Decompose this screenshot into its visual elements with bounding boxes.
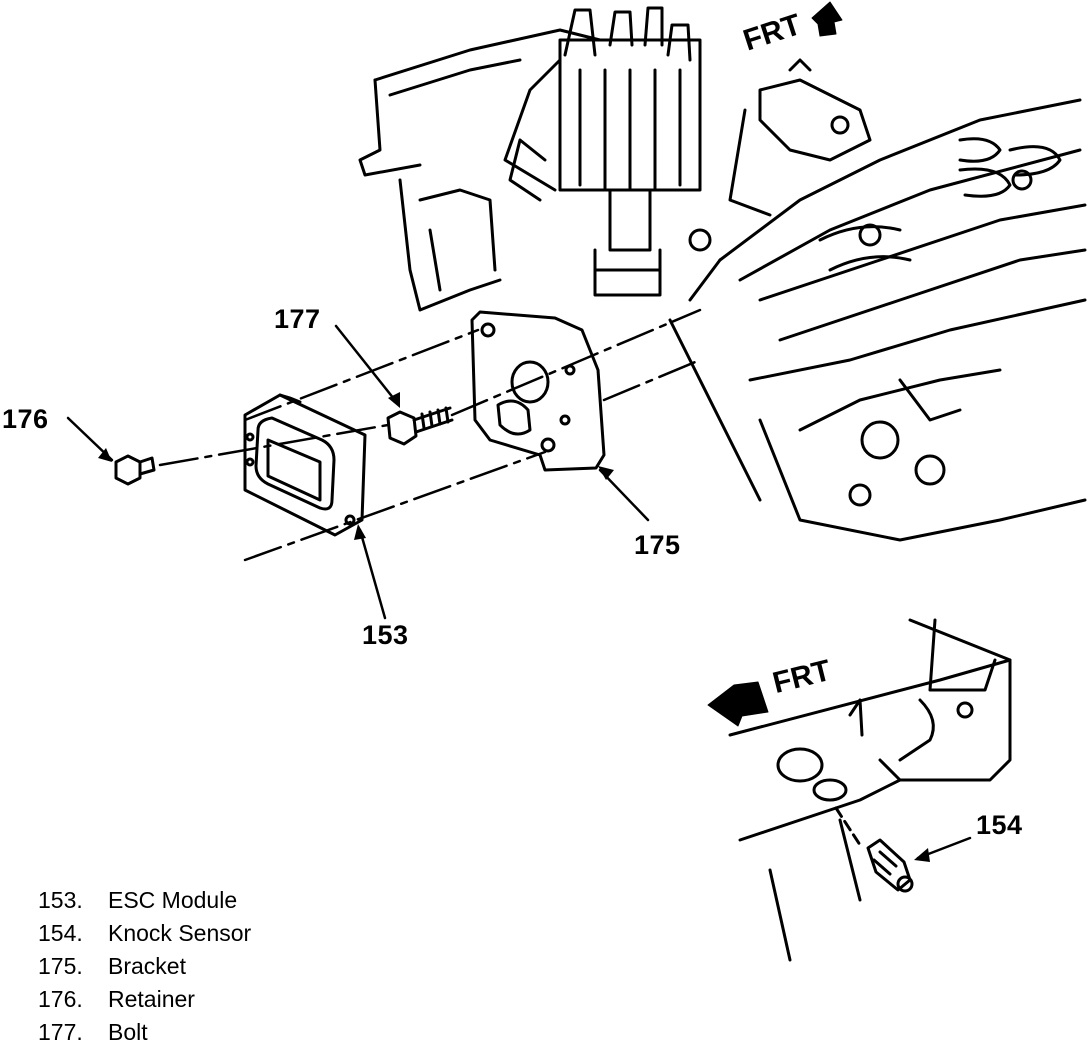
legend-label: Retainer [108,986,195,1012]
knock-sensor-part [834,806,914,893]
front-arrow-upper [811,1,843,37]
callout-177: 177 [274,304,321,334]
legend-label: Bracket [108,953,186,979]
bracket-part [470,310,606,472]
legend-label: Bolt [108,1019,148,1045]
legend-number: 176. [38,986,83,1012]
legend-number: 154. [38,920,83,946]
legend-item: 154. Knock Sensor [38,917,251,950]
assembly-centerlines [158,308,702,562]
legend-label: ESC Module [108,887,238,913]
parts-legend: 153. ESC Module 154. Knock Sensor 175. Brac… [38,884,251,1049]
legend-label: Knock Sensor [108,920,252,946]
distributor [503,6,702,297]
engine-block-inset [728,618,1012,962]
callout-176: 176 [2,404,49,434]
callout-153: 153 [362,620,409,650]
legend-number: 175. [38,953,83,979]
ignition-coil [728,58,872,217]
legend-number: 153. [38,887,83,913]
legend-item: 175. Bracket [38,950,251,983]
bolt-part [386,406,454,446]
callout-154: 154 [976,810,1023,840]
retainer-part [114,454,156,486]
legend-item: 177. Bolt [38,1016,251,1049]
legend-number: 177. [38,1019,83,1045]
esc-module-part [243,393,367,537]
front-arrow-lower [707,681,769,727]
legend-item: 153. ESC Module [38,884,251,917]
leader-lines [66,324,972,860]
engine-intake-manifold [358,28,1087,542]
legend-item: 176. Retainer [38,983,251,1016]
callout-175: 175 [634,530,681,560]
